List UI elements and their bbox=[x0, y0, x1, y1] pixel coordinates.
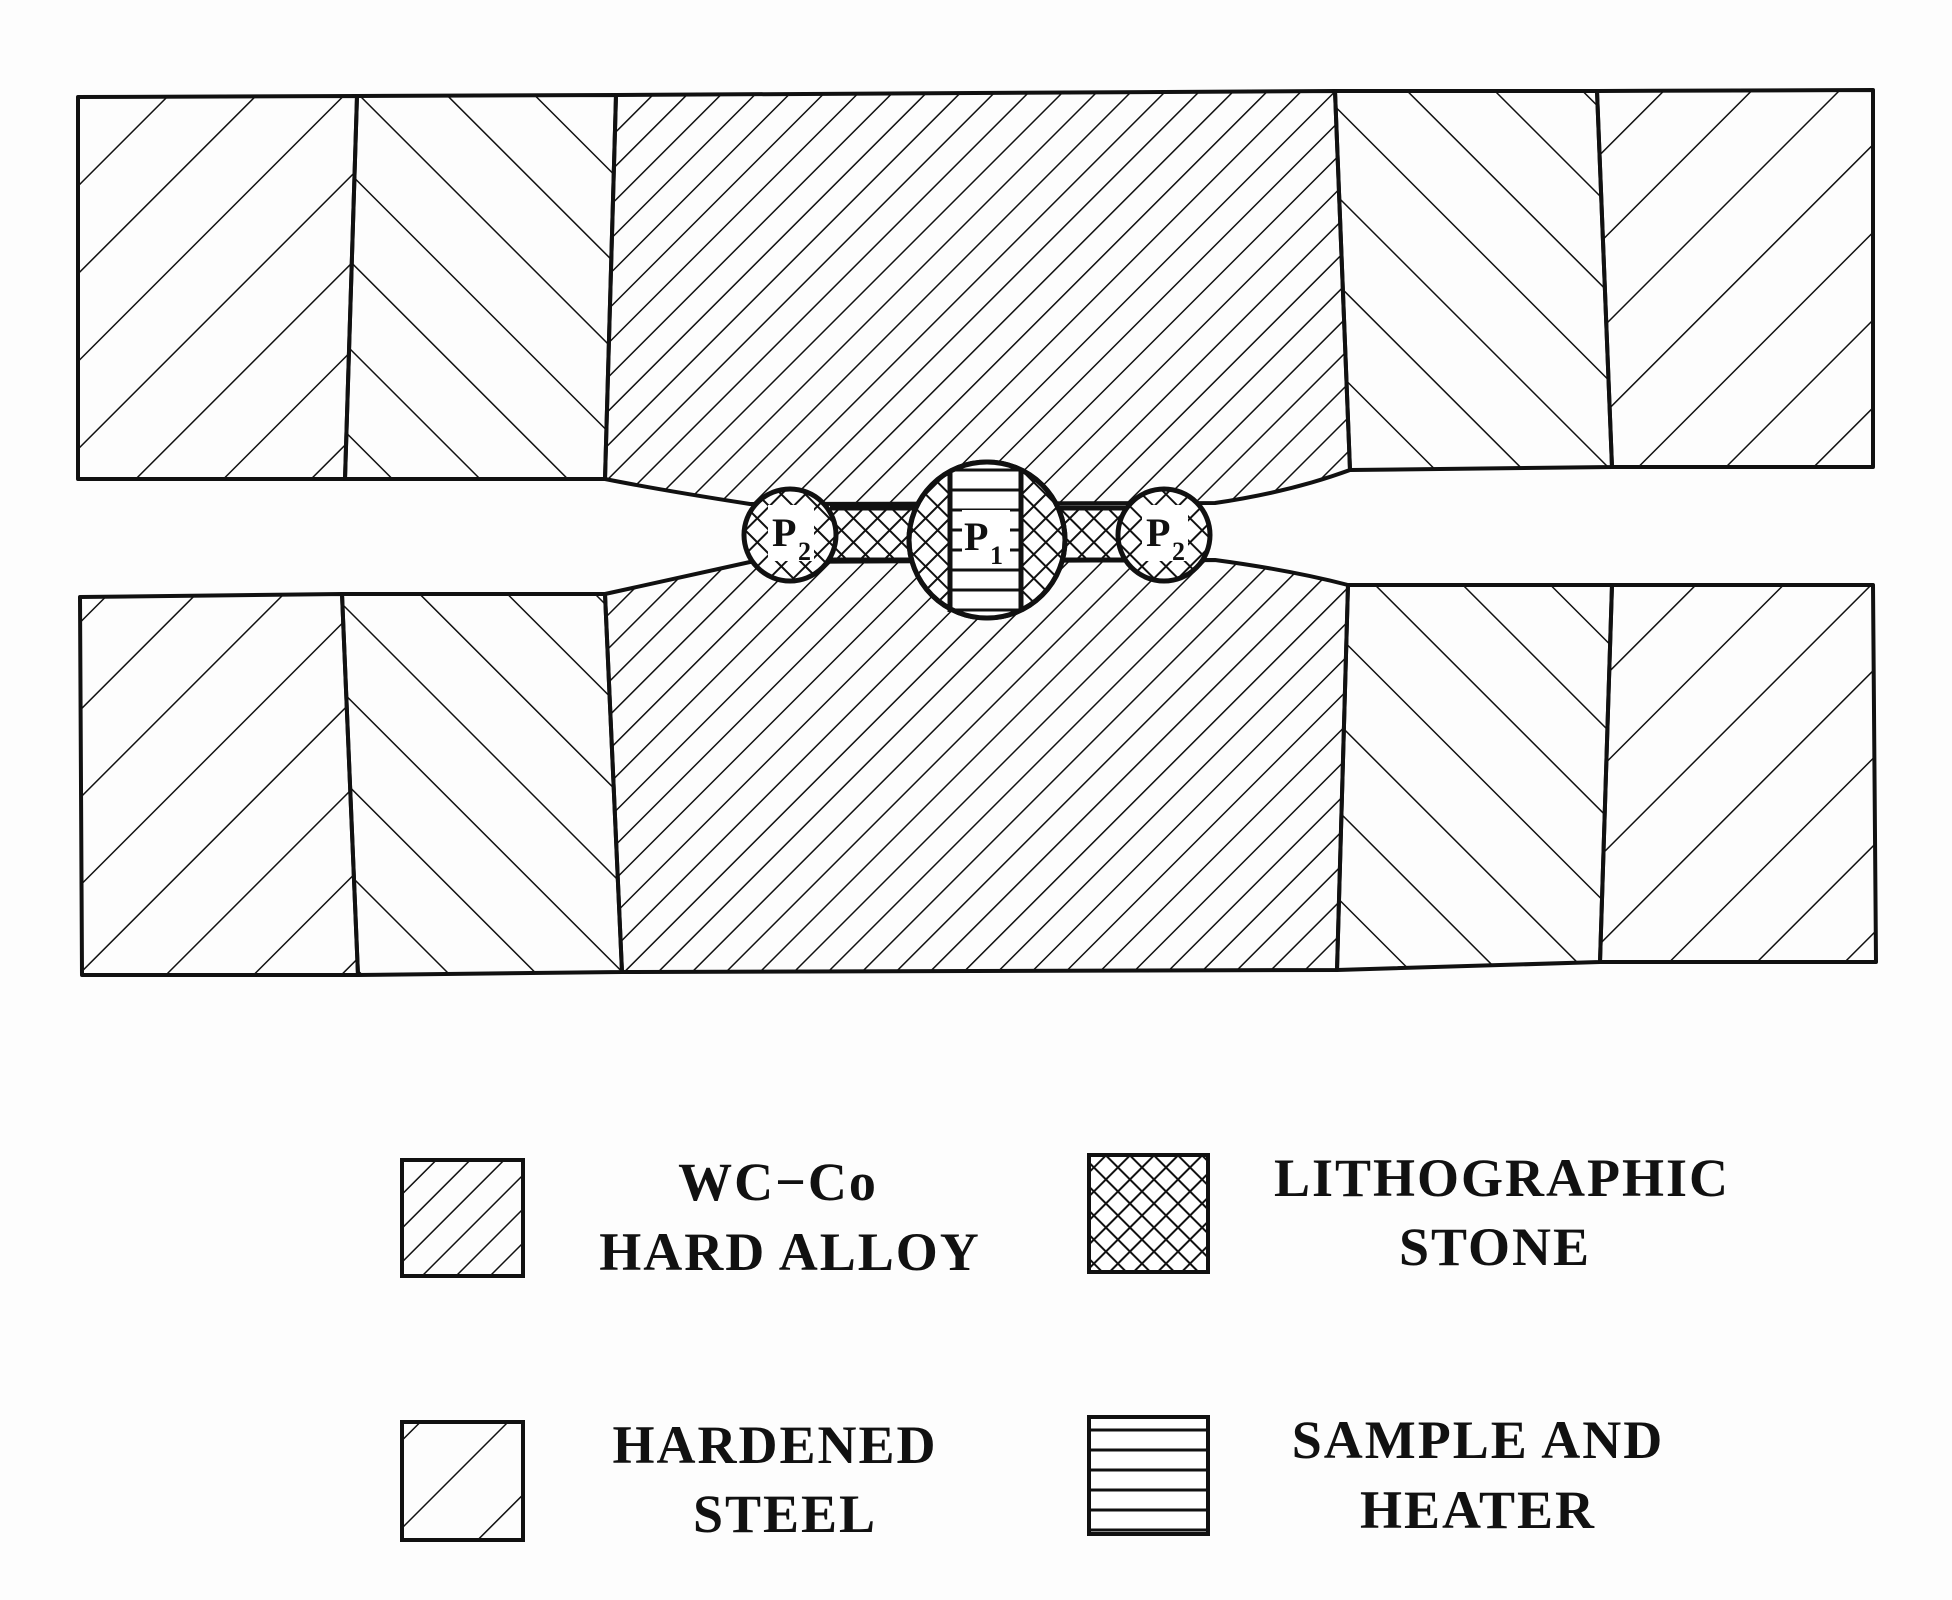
pressure-labels: P 2 P 2 P 1 bbox=[768, 505, 1188, 570]
label-p1-sub: 1 bbox=[990, 541, 1003, 570]
legend-swatch-hardened-steel bbox=[400, 1420, 525, 1542]
lower-steel-ring-outer-left bbox=[78, 592, 360, 977]
upper-steel-ring-inner-right bbox=[1333, 89, 1614, 472]
lower-wc-co-core bbox=[603, 558, 1350, 974]
lower-steel-ring-inner-left bbox=[340, 592, 624, 977]
label-p2-left: P bbox=[772, 510, 796, 555]
legend-steel-line2: STEEL bbox=[693, 1484, 877, 1544]
legend-stone-line2: STONE bbox=[1399, 1217, 1591, 1277]
legend-steel-line1: HARDENED bbox=[612, 1415, 937, 1475]
lower-steel-ring-inner-right bbox=[1335, 583, 1614, 972]
legend-wc-co-line2: HARD ALLOY bbox=[599, 1222, 981, 1282]
lower-steel-ring-outer-right bbox=[1598, 583, 1878, 964]
upper-steel-ring-inner-left bbox=[343, 93, 618, 481]
label-p1: P bbox=[964, 514, 988, 559]
upper-steel-ring-outer-right bbox=[1595, 88, 1875, 469]
upper-steel-ring-outer-left bbox=[76, 94, 359, 481]
legend-stone-line1: LITHOGRAPHIC bbox=[1274, 1148, 1730, 1208]
label-p2-right: P bbox=[1146, 510, 1170, 555]
legend-labels: WC−Co HARD ALLOY LITHOGRAPHIC STONE HARD… bbox=[599, 1148, 1730, 1544]
legend-sample-line1: SAMPLE AND bbox=[1292, 1410, 1665, 1470]
legend-sample-line2: HEATER bbox=[1360, 1480, 1596, 1540]
upper-anvil bbox=[76, 88, 1875, 506]
legend-swatch-lithographic-stone bbox=[1087, 1153, 1210, 1274]
legend-swatch-sample-heater bbox=[1087, 1415, 1210, 1536]
upper-wc-co-core bbox=[603, 89, 1352, 506]
legend bbox=[400, 1153, 1210, 1542]
lower-anvil bbox=[78, 558, 1878, 977]
label-p2-left-sub: 2 bbox=[798, 537, 811, 566]
central-cell-outline bbox=[906, 459, 1068, 621]
legend-wc-co-line1: WC−Co bbox=[678, 1152, 878, 1212]
legend-swatch-wc-co bbox=[400, 1158, 525, 1278]
label-p2-right-sub: 2 bbox=[1172, 537, 1185, 566]
